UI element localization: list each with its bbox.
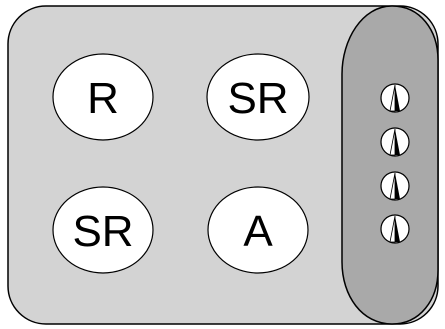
badge-a-label: A: [243, 207, 273, 256]
side-strip: [341, 5, 439, 325]
badge-r: R: [52, 53, 154, 141]
badge-sr-top-label: SR: [227, 74, 288, 123]
badge-a: A: [207, 186, 309, 274]
badge-sr-bottom-label: SR: [72, 207, 133, 256]
compass-needle-icon: [380, 214, 410, 244]
compass-needle-icon: [380, 127, 410, 157]
badge-sr-bottom: SR: [52, 186, 154, 274]
compass-needle-icon: [380, 171, 410, 201]
badge-r-ellipse: [52, 53, 154, 141]
compass-needle-icon: [380, 83, 410, 113]
badge-sr-top: SR: [206, 53, 310, 141]
badge-sr-top-ellipse: [206, 53, 310, 141]
badge-r-label: R: [87, 74, 119, 123]
badge-sr-bottom-ellipse: [52, 186, 154, 274]
badge-a-ellipse: [207, 186, 309, 274]
